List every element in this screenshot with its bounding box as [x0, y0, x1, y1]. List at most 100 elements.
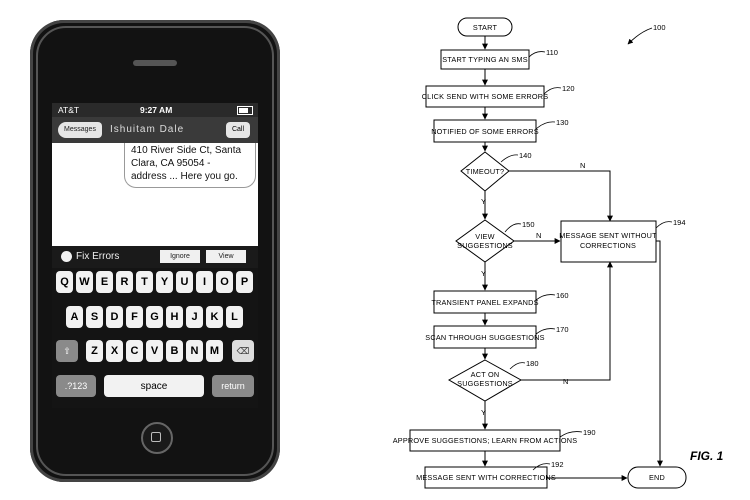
node-nocorr-label: MESSAGE SENT WITHOUT — [559, 231, 657, 240]
fix-errors-icon — [61, 251, 72, 262]
leader-line — [535, 121, 556, 130]
key-b[interactable]: B — [166, 340, 183, 362]
ref-number: 160 — [556, 291, 569, 300]
edge-label-no: N — [563, 377, 568, 386]
key-i[interactable]: I — [196, 271, 213, 293]
key-o[interactable]: O — [216, 271, 233, 293]
sms-line: address ... Here you go. — [131, 171, 238, 182]
key-c[interactable]: C — [126, 340, 143, 362]
edge-nocorr-end — [656, 240, 663, 467]
home-button[interactable] — [141, 422, 173, 454]
backspace-key[interactable]: ⌫ — [232, 340, 254, 362]
process-box — [433, 325, 537, 349]
view-button[interactable]: View — [206, 250, 246, 263]
node-act: ACT ON SUGGESTIONS — [447, 359, 523, 402]
key-y[interactable]: Y — [156, 271, 173, 293]
key-u[interactable]: U — [176, 271, 193, 293]
node-notified-label: NOTIFIED OF SOME ERRORS — [431, 127, 539, 136]
key-h[interactable]: H — [166, 306, 183, 328]
keyboard-row-2: A S D F G H J K L — [66, 306, 243, 328]
leader-line — [559, 431, 583, 438]
phone-screen: AT&T 9:27 AM Messages Ishuitam Dale Call… — [52, 103, 258, 408]
ref-number: 194 — [673, 218, 686, 227]
node-start: START — [457, 17, 513, 37]
node-sent-corr: MESSAGE SENT WITH CORRECTIONS — [416, 466, 556, 489]
process-box — [425, 85, 545, 108]
ref-number: 150 — [522, 220, 535, 229]
node-notified: NOTIFIED OF SOME ERRORS — [431, 119, 539, 143]
key-e[interactable]: E — [96, 271, 113, 293]
node-view-label: SUGGESTIONS — [457, 241, 513, 250]
edge-label-yes: Y — [481, 197, 486, 206]
edge-timeout-no — [509, 170, 613, 222]
ref-number: 120 — [562, 84, 575, 93]
key-q[interactable]: Q — [56, 271, 73, 293]
numbers-key[interactable]: .?123 — [56, 375, 96, 397]
node-typing: START TYPING AN SMS — [440, 49, 530, 70]
fix-errors-label: Fix Errors — [76, 251, 120, 262]
process-box — [409, 429, 561, 452]
leader-line — [500, 154, 519, 163]
key-w[interactable]: W — [76, 271, 93, 293]
key-f[interactable]: F — [126, 306, 143, 328]
ref-number: 192 — [551, 460, 564, 469]
leader-line — [504, 223, 522, 233]
key-g[interactable]: G — [146, 306, 163, 328]
key-z[interactable]: Z — [86, 340, 103, 362]
node-start-label: START — [473, 23, 498, 32]
key-d[interactable]: D — [106, 306, 123, 328]
process-box — [424, 466, 548, 489]
leader-line — [509, 362, 526, 370]
keyboard-row-3: Z X C V B N M — [86, 340, 223, 362]
leader-line — [655, 221, 673, 229]
ref-number: 190 — [583, 428, 596, 437]
decision-diamond — [455, 219, 515, 263]
node-nocorr: MESSAGE SENT WITHOUT CORRECTIONS — [559, 220, 657, 263]
key-j[interactable]: J — [186, 306, 203, 328]
key-m[interactable]: M — [206, 340, 223, 362]
key-x[interactable]: X — [106, 340, 123, 362]
decision-diamond — [447, 359, 523, 402]
messages-back-button[interactable]: Messages — [58, 122, 102, 138]
decision-diamond — [460, 151, 510, 192]
node-send: CLICK SEND WITH SOME ERRORS — [422, 85, 549, 108]
key-n[interactable]: N — [186, 340, 203, 362]
leader-line — [535, 328, 556, 335]
key-r[interactable]: R — [116, 271, 133, 293]
process-box — [433, 290, 537, 314]
call-button[interactable]: Call — [226, 122, 250, 138]
shift-key[interactable]: ⇧ — [56, 340, 78, 362]
sms-line: Clara, CA 95054 - — [131, 158, 211, 169]
home-square-icon — [151, 432, 161, 442]
node-act-label: SUGGESTIONS — [457, 379, 513, 388]
key-k[interactable]: K — [206, 306, 223, 328]
key-a[interactable]: A — [66, 306, 83, 328]
node-send-label: CLICK SEND WITH SOME ERRORS — [422, 92, 549, 101]
node-nocorr-label: CORRECTIONS — [580, 241, 636, 250]
key-l[interactable]: L — [226, 306, 243, 328]
leader-line — [532, 463, 551, 471]
return-key[interactable]: return — [212, 375, 254, 397]
node-end-label: END — [649, 473, 665, 482]
node-panel: TRANSIENT PANEL EXPANDS — [431, 290, 538, 314]
key-v[interactable]: V — [146, 340, 163, 362]
edge-act-no — [521, 261, 613, 381]
process-box — [440, 49, 530, 70]
ignore-button[interactable]: Ignore — [160, 250, 200, 263]
node-panel-label: TRANSIENT PANEL EXPANDS — [431, 298, 538, 307]
leader-line — [543, 87, 562, 95]
node-act-label: ACT ON — [471, 370, 500, 379]
ref-number: 110 — [546, 48, 558, 57]
edge-label-yes: Y — [481, 408, 486, 417]
terminal-end-shape — [627, 466, 687, 489]
reference-leaders — [500, 51, 673, 471]
node-approve: APPROVE SUGGESTIONS; LEARN FROM ACTIONS — [393, 429, 577, 452]
key-p[interactable]: P — [236, 271, 253, 293]
node-timeout-label: TIMEOUT? — [466, 167, 505, 176]
space-key[interactable]: space — [104, 375, 204, 397]
node-scan-label: SCAN THROUGH SUGGESTIONS — [425, 333, 544, 342]
phone-rim — [36, 26, 274, 476]
status-bar: AT&T 9:27 AM — [52, 103, 258, 117]
key-t[interactable]: T — [136, 271, 153, 293]
key-s[interactable]: S — [86, 306, 103, 328]
